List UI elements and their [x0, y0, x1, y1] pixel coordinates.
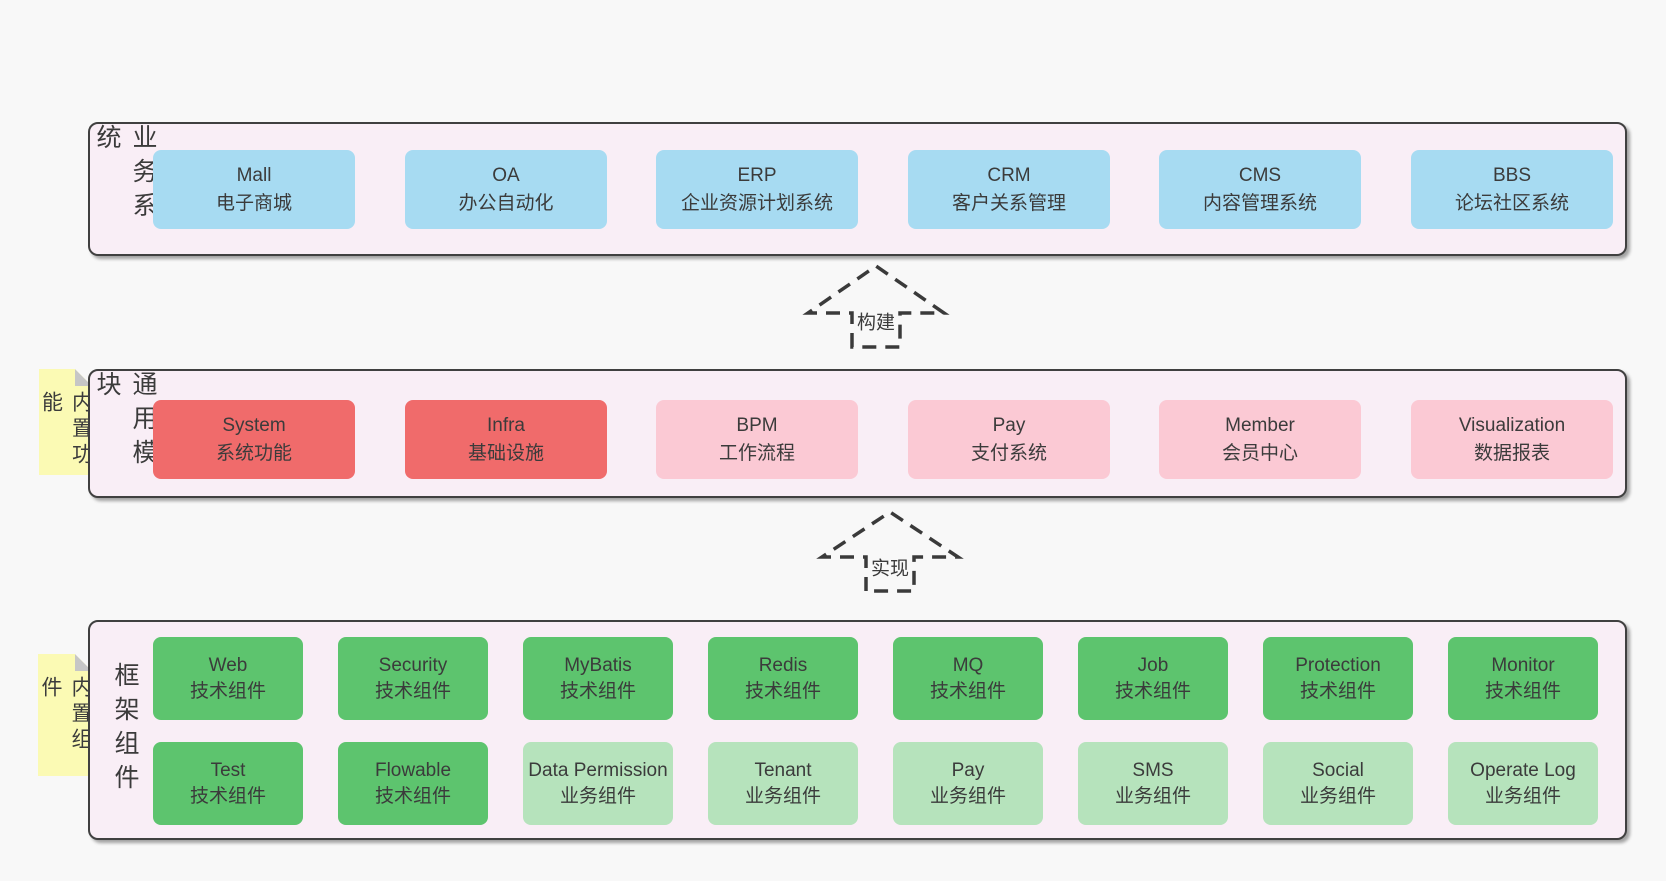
box-name: Test [210, 760, 246, 782]
box-name: Operate Log [1470, 760, 1576, 782]
layer-label-business-systems: 业务系统 [93, 124, 157, 226]
box-name: BBS [1492, 164, 1532, 186]
box-name: Member [1225, 414, 1295, 436]
box-name: Web [208, 655, 248, 677]
box-desc: 客户关系管理 [951, 192, 1066, 214]
box-name: Protection [1295, 655, 1381, 677]
box-name: Tenant [754, 760, 812, 782]
box-name: System [222, 414, 286, 436]
sticky-note-builtin-features: 内置功能 [39, 369, 92, 475]
box-desc: 技术组件 [744, 680, 821, 702]
box-system: System 系统功能 [153, 400, 355, 479]
box-name: CMS [1238, 164, 1282, 186]
box-name: Pay [992, 414, 1026, 436]
box-desc: 技术组件 [559, 680, 636, 702]
box-oa: OA 办公自动化 [405, 150, 607, 229]
box-name: MyBatis [564, 655, 632, 677]
box-name: MQ [952, 655, 984, 677]
box-desc: 业务组件 [744, 785, 821, 807]
box-mall: Mall 电子商城 [153, 150, 355, 229]
box-desc: 技术组件 [1299, 680, 1376, 702]
box-desc: 技术组件 [1484, 680, 1561, 702]
box-desc: 基础设施 [467, 442, 544, 464]
box-visualization: Visualization 数据报表 [1411, 400, 1613, 479]
box-name: Mall [236, 164, 272, 186]
box-pay: Pay 支付系统 [908, 400, 1110, 479]
layer-label-common-modules: 通用模块 [93, 371, 157, 473]
layer-common-modules: 通用模块 System 系统功能 Infra 基础设施 BPM 工作流程 Pay… [88, 369, 1627, 498]
box-desc: 技术组件 [929, 680, 1006, 702]
box-name: Flowable [374, 760, 452, 782]
box-desc: 会员中心 [1221, 442, 1298, 464]
box-social: Social 业务组件 [1263, 742, 1413, 825]
box-name: Redis [758, 655, 808, 677]
box-desc: 业务组件 [1484, 785, 1561, 807]
box-desc: 数据报表 [1473, 442, 1550, 464]
box-name: Job [1137, 655, 1169, 677]
box-mq: MQ 技术组件 [893, 637, 1043, 720]
box-flowable: Flowable 技术组件 [338, 742, 488, 825]
box-mybatis: MyBatis 技术组件 [523, 637, 673, 720]
box-bbs: BBS 论坛社区系统 [1411, 150, 1613, 229]
box-desc: 系统功能 [215, 442, 292, 464]
box-desc: 业务组件 [559, 785, 636, 807]
box-redis: Redis 技术组件 [708, 637, 858, 720]
box-desc: 论坛社区系统 [1454, 192, 1569, 214]
box-name: ERP [737, 164, 777, 186]
sticky-note-label: 内置功能 [39, 391, 93, 469]
box-infra: Infra 基础设施 [405, 400, 607, 479]
box-tenant: Tenant 业务组件 [708, 742, 858, 825]
box-cms: CMS 内容管理系统 [1159, 150, 1361, 229]
box-desc: 电子商城 [215, 192, 292, 214]
box-monitor: Monitor 技术组件 [1448, 637, 1598, 720]
box-desc: 内容管理系统 [1202, 192, 1317, 214]
box-sms: SMS 业务组件 [1078, 742, 1228, 825]
box-desc: 技术组件 [1114, 680, 1191, 702]
arrow-label-implement: 实现 [867, 552, 913, 582]
box-desc: 业务组件 [1114, 785, 1191, 807]
box-bpm: BPM 工作流程 [656, 400, 858, 479]
box-name: Social [1312, 760, 1364, 782]
arrow-up-implement-icon [816, 509, 964, 593]
box-erp: ERP 企业资源计划系统 [656, 150, 858, 229]
box-desc: 业务组件 [929, 785, 1006, 807]
box-desc: 技术组件 [189, 680, 266, 702]
box-desc: 技术组件 [374, 680, 451, 702]
box-security: Security 技术组件 [338, 637, 488, 720]
box-desc: 技术组件 [189, 785, 266, 807]
sticky-note-label: 内置组件 [39, 676, 92, 754]
box-protection: Protection 技术组件 [1263, 637, 1413, 720]
box-operate-log: Operate Log 业务组件 [1448, 742, 1598, 825]
box-desc: 支付系统 [970, 442, 1047, 464]
box-name: CRM [987, 164, 1031, 186]
box-name: Monitor [1491, 655, 1555, 677]
layer-label-framework-components: 框架组件 [111, 662, 139, 798]
box-name: Pay [951, 760, 985, 782]
box-desc: 办公自动化 [458, 192, 554, 214]
box-data-permission: Data Permission 业务组件 [523, 742, 673, 825]
box-desc: 工作流程 [718, 442, 795, 464]
box-name: Security [378, 655, 448, 677]
box-name: Visualization [1458, 414, 1566, 436]
box-name: Infra [486, 414, 526, 436]
layer-framework-components: 框架组件 Web 技术组件 Security 技术组件 MyBatis 技术组件… [88, 620, 1627, 840]
box-name: BPM [736, 414, 778, 436]
box-desc: 业务组件 [1299, 785, 1376, 807]
box-pay-business: Pay 业务组件 [893, 742, 1043, 825]
sticky-note-builtin-components: 内置组件 [38, 654, 92, 776]
box-desc: 企业资源计划系统 [680, 192, 833, 214]
box-web: Web 技术组件 [153, 637, 303, 720]
box-name: SMS [1132, 760, 1174, 782]
box-name: OA [492, 164, 520, 186]
box-job: Job 技术组件 [1078, 637, 1228, 720]
arrow-label-build: 构建 [853, 306, 899, 336]
layer-business-systems: 业务系统 Mall 电子商城 OA 办公自动化 ERP 企业资源计划系统 CRM… [88, 122, 1627, 256]
box-crm: CRM 客户关系管理 [908, 150, 1110, 229]
box-member: Member 会员中心 [1159, 400, 1361, 479]
box-test: Test 技术组件 [153, 742, 303, 825]
box-desc: 技术组件 [374, 785, 451, 807]
box-name: Data Permission [528, 760, 668, 782]
